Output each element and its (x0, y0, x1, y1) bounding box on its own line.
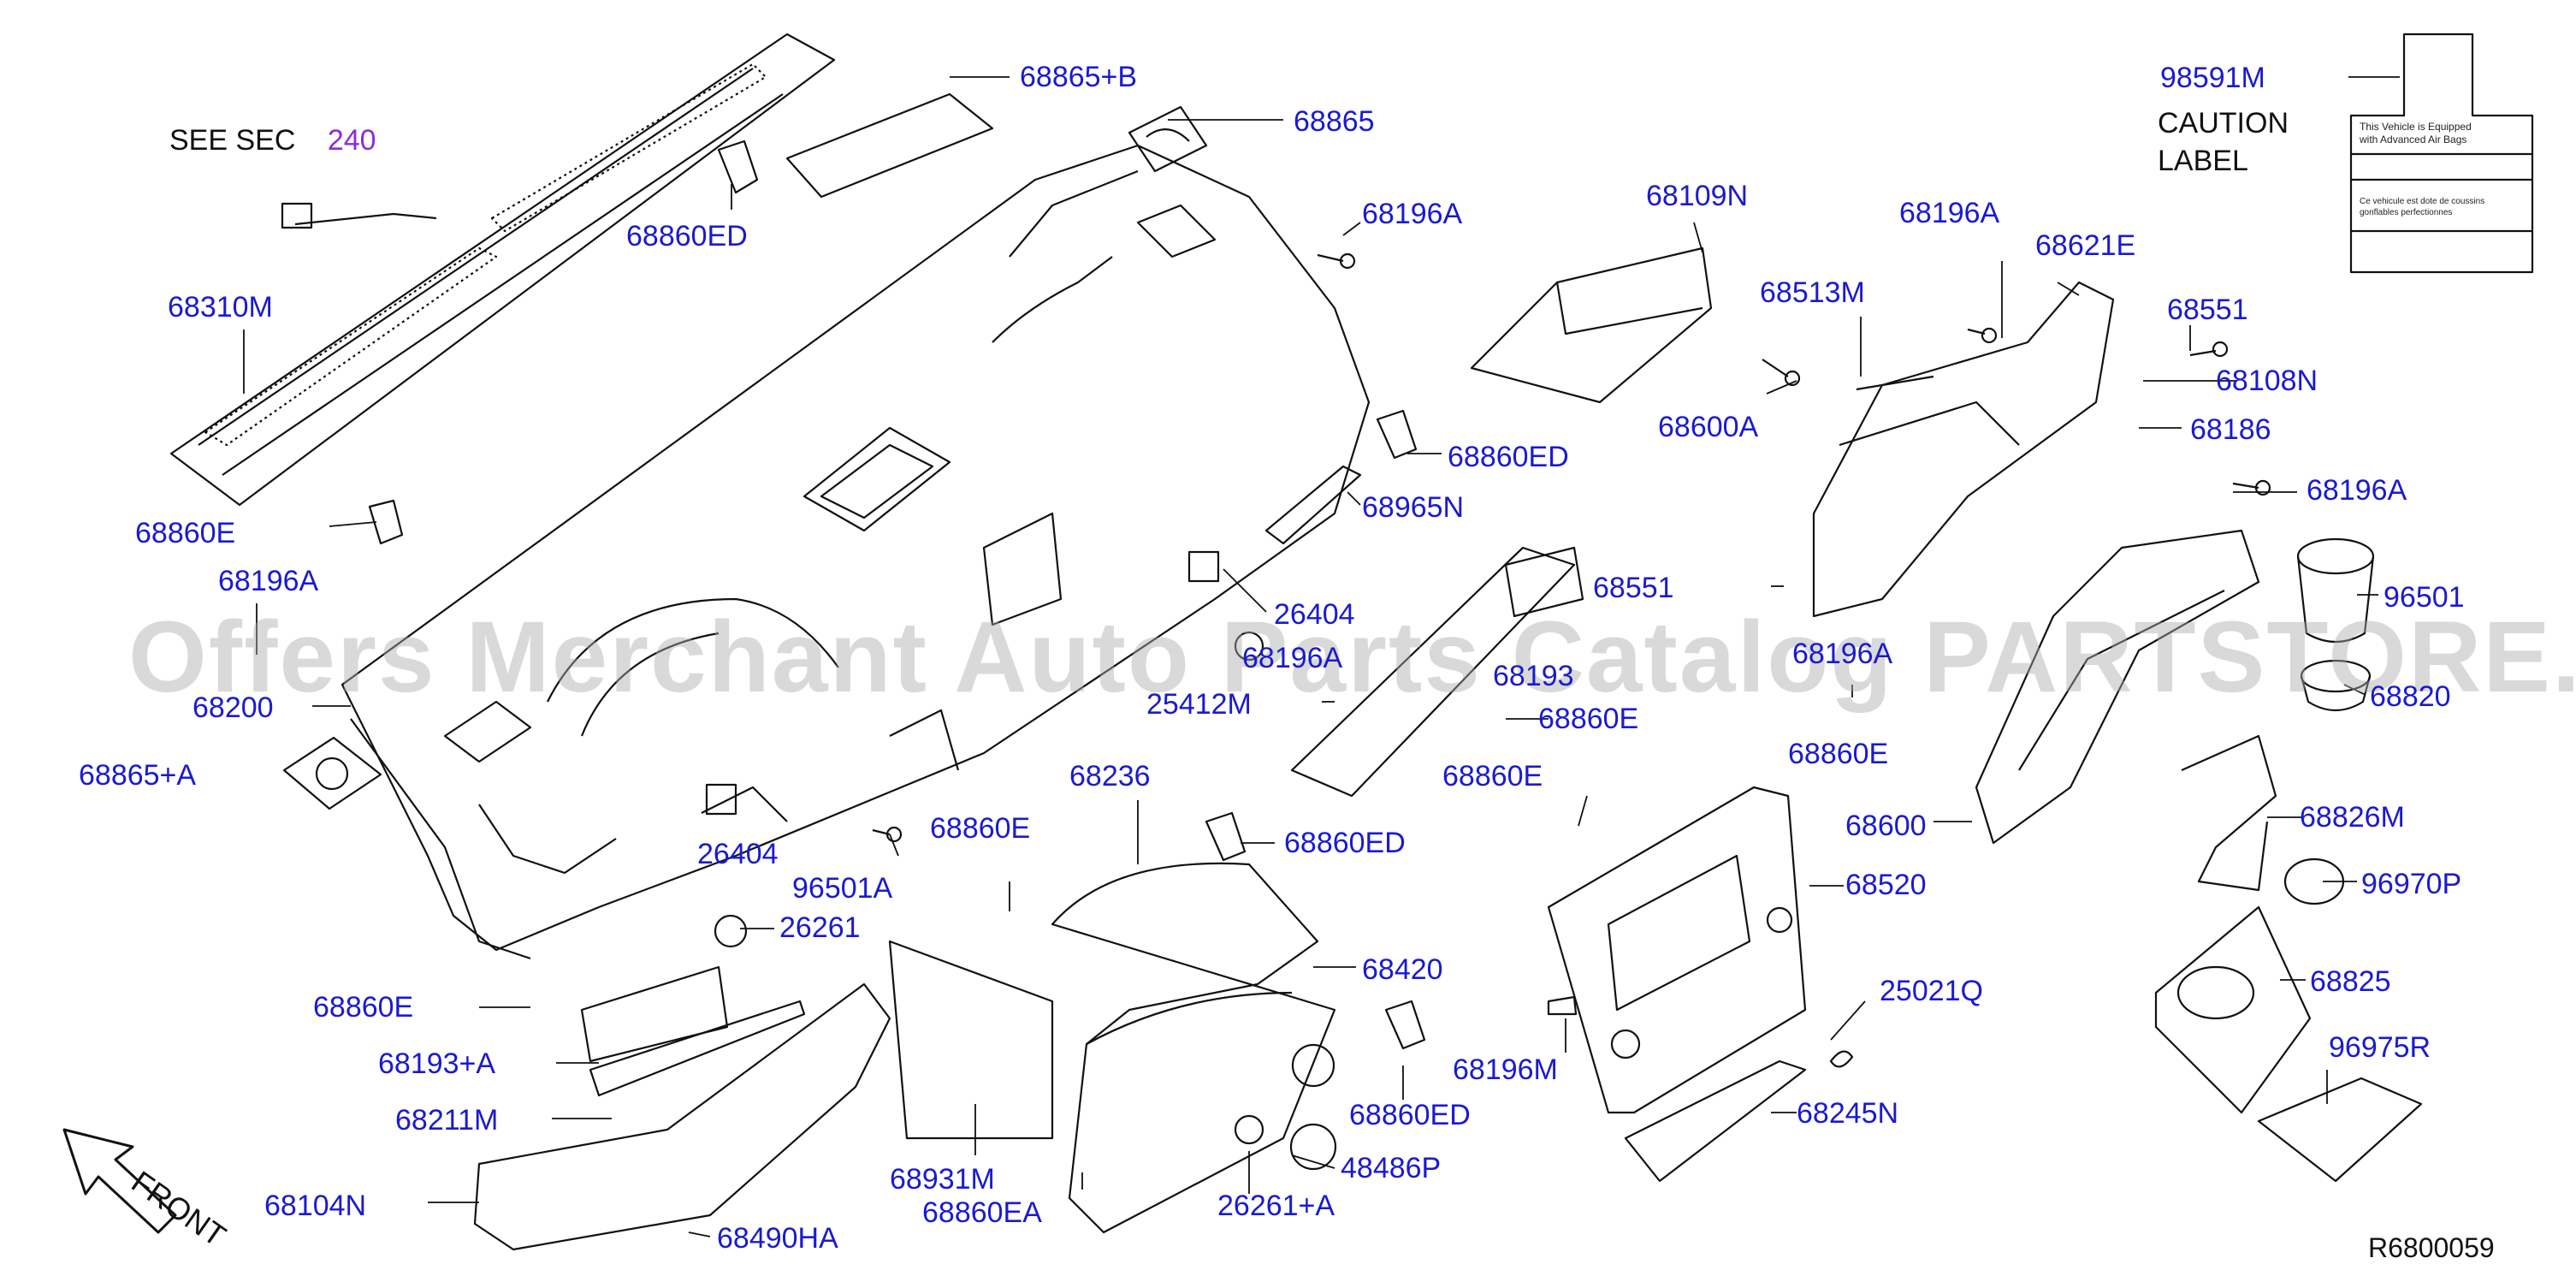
part-label[interactable]: 98591M (2160, 62, 2265, 94)
part-label[interactable]: 68196M (1453, 1053, 1558, 1086)
partial-label[interactable]: 68193 (1493, 660, 1574, 692)
part-label[interactable]: 68211M (395, 1104, 499, 1136)
part-label[interactable]: 68860ED (1448, 441, 1569, 473)
part-label[interactable]: 68860ED (626, 220, 748, 252)
figure-id: R6800059 (2368, 1232, 2495, 1263)
part-label[interactable]: 96501A (792, 872, 893, 905)
front-label: FRONT (125, 1164, 233, 1254)
side-panel (888, 940, 1054, 1140)
top-cover (785, 92, 994, 199)
part-label[interactable]: 68865+B (1020, 61, 1138, 93)
part-label[interactable]: 68513M (1760, 276, 1865, 309)
side-trim (1264, 465, 1362, 545)
instrument-panel (341, 144, 1371, 960)
see-sec-prefix: SEE SEC (169, 124, 296, 157)
part-label[interactable]: 68860E (1442, 760, 1543, 792)
part-label[interactable]: 96970P (2361, 868, 2462, 900)
see-sec-label: SEE SEC 240 (169, 122, 376, 159)
glove-box-lid (1975, 529, 2260, 845)
defroster-grille (169, 33, 836, 507)
part-label[interactable]: 68104N (264, 1190, 367, 1222)
card-en-line-1: This Vehicle is Equipped (2360, 121, 2472, 133)
part-label[interactable]: 68860ED (1284, 827, 1406, 859)
part-label[interactable]: 68965N (1362, 491, 1465, 524)
caution-text: CAUTION LABEL (2158, 104, 2289, 180)
part-label[interactable]: 68520 (1845, 869, 1927, 901)
part-label[interactable]: 68236 (1069, 760, 1151, 792)
duct (1470, 246, 1713, 404)
part-label[interactable]: 68196A (1899, 197, 2000, 229)
part-label[interactable]: 68825 (2310, 965, 2391, 998)
part-label[interactable]: 68860EA (922, 1196, 1042, 1229)
part-label[interactable]: 68820 (2370, 680, 2451, 713)
part-label[interactable]: 68860E (930, 812, 1031, 845)
part-label[interactable]: 26261 (779, 911, 861, 944)
part-label[interactable]: 68600A (1658, 411, 1759, 443)
part-label[interactable]: 68420 (1362, 953, 1443, 986)
glove-box-housing (1812, 281, 2115, 618)
part-label[interactable]: 68860E (1538, 703, 1639, 735)
part-label[interactable]: 68109N (1646, 180, 1749, 212)
see-sec-link[interactable]: 240 (327, 124, 376, 157)
part-label[interactable]: 68200 (192, 691, 274, 724)
part-label[interactable]: 96975R (2329, 1031, 2431, 1064)
partial-label[interactable]: 68196A (1242, 642, 1343, 674)
part-label[interactable]: 68600 (1845, 810, 1927, 842)
center-bezel (1547, 786, 1807, 1114)
part-label[interactable]: 68108N (2216, 365, 2318, 397)
part-label[interactable]: 68551 (1593, 572, 1674, 604)
speaker-grille (1128, 105, 1208, 173)
part-label[interactable]: 26404 (697, 838, 779, 870)
lower-control (1624, 1059, 1807, 1183)
part-label[interactable]: 68245N (1797, 1097, 1899, 1130)
console-trim (2154, 905, 2312, 1114)
part-label[interactable]: 68865+A (79, 759, 197, 792)
speaker-grille-left (282, 736, 382, 810)
part-label[interactable]: 68865 (1294, 105, 1375, 138)
part-label[interactable]: 68860E (313, 991, 414, 1024)
card-fr-line-1: Ce vehicule est dote de coussins (2360, 197, 2485, 206)
part-label[interactable]: 68551 (2167, 294, 2248, 326)
part-label[interactable]: 48486P (1341, 1152, 1442, 1184)
part-label[interactable]: 68310M (168, 291, 273, 323)
partial-label[interactable]: 68196A (1792, 638, 1893, 670)
lower-trim (1290, 546, 1576, 798)
part-label[interactable]: 68621E (2035, 229, 2136, 262)
part-label[interactable]: 25021Q (1880, 975, 1983, 1007)
part-label[interactable]: 68860ED (1349, 1099, 1471, 1131)
part-label[interactable]: 68860E (135, 517, 236, 549)
part-label[interactable]: 68931M (890, 1163, 995, 1196)
caution-line-1: CAUTION (2158, 107, 2289, 139)
watermark: Offers Merchant Auto Parts Catalog PARTS… (128, 601, 2576, 714)
part-label[interactable]: 68196A (1362, 198, 1463, 230)
caution-card-text: This Vehicle is Equipped with Advanced A… (2351, 34, 2532, 272)
part-label[interactable]: 68186 (2190, 413, 2271, 446)
part-label[interactable]: 68490HA (717, 1222, 838, 1255)
caution-card (2349, 33, 2534, 274)
cluster-lid (1051, 862, 1336, 1234)
part-label[interactable]: 26261+A (1217, 1190, 1335, 1222)
part-label[interactable]: 68196A (218, 565, 319, 597)
part-label[interactable]: 26404 (1274, 598, 1355, 631)
part-label[interactable]: 25412M (1146, 688, 1252, 721)
card-en-line-2: with Advanced Air Bags (2360, 134, 2467, 145)
part-label[interactable]: 68860E (1788, 738, 1889, 770)
front-arrow-icon (62, 1128, 177, 1234)
part-label[interactable]: 96501 (2384, 581, 2465, 614)
card-fr-line-2: gonflables perfectionnes (2360, 208, 2453, 217)
part-label[interactable]: 68193+A (378, 1047, 496, 1080)
caution-line-2: LABEL (2158, 145, 2248, 178)
part-label[interactable]: 68196A (2307, 474, 2407, 507)
part-label[interactable]: 68826M (2300, 801, 2405, 834)
knee-bolster (473, 982, 891, 1251)
